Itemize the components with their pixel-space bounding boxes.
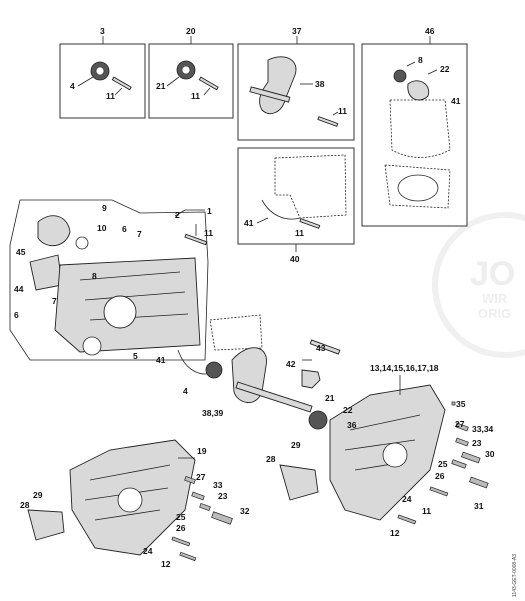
label-21: 21 — [325, 393, 335, 403]
label-42: 42 — [286, 359, 296, 369]
label-27: 27 — [455, 419, 465, 429]
label-7: 7 — [137, 229, 142, 239]
label-45: 45 — [16, 247, 26, 257]
label-28: 28 — [20, 500, 30, 510]
label-23: 23 — [472, 438, 482, 448]
set-box-20 — [148, 36, 234, 119]
label-37: 37 — [292, 26, 302, 36]
label-11: 11 — [106, 91, 115, 101]
label-28: 28 — [266, 454, 276, 464]
label-26: 26 — [435, 471, 445, 481]
label-21: 21 — [156, 81, 166, 91]
label-38-39: 38,39 — [202, 408, 224, 418]
label-36: 36 — [347, 420, 357, 430]
label-1: 1 — [207, 206, 212, 216]
label-24: 24 — [402, 494, 412, 504]
label-2: 2 — [175, 210, 180, 220]
callout-labels: 3 20 37 46 4 11 21 11 38 11 8 22 41 41 1… — [14, 26, 495, 569]
label-23: 23 — [218, 491, 228, 501]
label-19: 19 — [197, 446, 207, 456]
label-33: 33 — [213, 480, 223, 490]
label-25: 25 — [176, 512, 186, 522]
label-30: 30 — [485, 449, 495, 459]
label-20: 20 — [186, 26, 196, 36]
label-27: 27 — [196, 472, 206, 482]
label-31: 31 — [474, 501, 484, 511]
label-6: 6 — [122, 224, 127, 234]
label-5: 5 — [133, 351, 138, 361]
label-29: 29 — [291, 440, 301, 450]
label-41: 41 — [156, 355, 166, 365]
label-44: 44 — [14, 284, 24, 294]
crankcase-half-left — [27, 439, 233, 562]
watermark-line3: ORIG — [478, 306, 511, 321]
label-10: 10 — [97, 223, 107, 233]
label-11: 11 — [338, 106, 347, 116]
document-code: 1143-GET-0008-A3 — [512, 554, 518, 597]
label-32: 32 — [240, 506, 250, 516]
crankcase-half-right — [279, 375, 489, 525]
label-43: 43 — [316, 343, 326, 353]
label-13-18: 13,14,15,16,17,18 — [370, 363, 439, 373]
label-41: 41 — [244, 218, 254, 228]
watermark-line1: JO — [470, 255, 515, 293]
label-22: 22 — [343, 405, 353, 415]
label-25: 25 — [438, 459, 448, 469]
label-40: 40 — [290, 254, 300, 264]
set-box-3 — [59, 36, 146, 119]
label-35: 35 — [456, 399, 466, 409]
crankcase-assembly-box — [9, 199, 209, 361]
set-box-46 — [361, 36, 468, 227]
label-46: 46 — [425, 26, 435, 36]
label-22: 22 — [440, 64, 450, 74]
label-26: 26 — [176, 523, 186, 533]
watermark-line2: WIR — [482, 291, 508, 306]
label-9: 9 — [102, 203, 107, 213]
label-11: 11 — [422, 506, 431, 516]
label-6: 6 — [14, 310, 19, 320]
label-4: 4 — [183, 386, 188, 396]
label-38: 38 — [315, 79, 325, 89]
label-8: 8 — [92, 271, 97, 281]
label-11: 11 — [295, 228, 304, 238]
label-11: 11 — [191, 91, 200, 101]
watermark: JO WIR ORIG — [432, 212, 525, 358]
label-11: 11 — [204, 228, 213, 238]
label-3: 3 — [100, 26, 105, 36]
label-24: 24 — [143, 546, 153, 556]
set-box-40 — [237, 147, 355, 252]
label-41: 41 — [451, 96, 461, 106]
label-4: 4 — [70, 81, 75, 91]
label-7: 7 — [52, 296, 57, 306]
label-12: 12 — [390, 528, 400, 538]
label-33-34: 33,34 — [472, 424, 494, 434]
label-8: 8 — [418, 55, 423, 65]
set-box-37 — [237, 36, 355, 141]
label-12: 12 — [161, 559, 171, 569]
label-29: 29 — [33, 490, 43, 500]
